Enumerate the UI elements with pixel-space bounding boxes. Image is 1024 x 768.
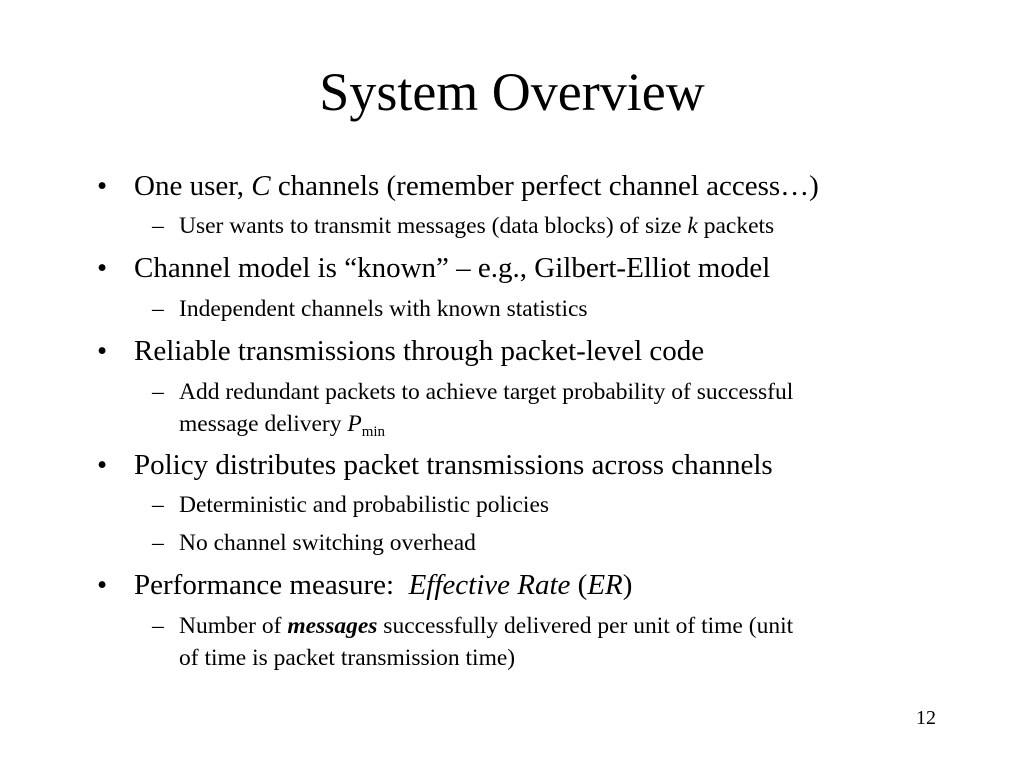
bullet-marker: • bbox=[97, 449, 108, 481]
bullet-marker: • bbox=[97, 252, 108, 284]
sub-bullet-independent-channels: – Independent channels with known statis… bbox=[152, 293, 939, 325]
bullet-marker: • bbox=[97, 569, 108, 601]
bullet-marker: • bbox=[97, 170, 108, 202]
text: of time is packet transmission time) bbox=[179, 645, 516, 671]
subscript-min: min bbox=[361, 424, 386, 440]
text: packets bbox=[697, 213, 775, 239]
text: Channel model is “known” – e.g., Gilbert… bbox=[134, 252, 771, 284]
text: successfully delivered per unit of time … bbox=[377, 613, 794, 639]
variable-p: P bbox=[347, 411, 362, 437]
sub-bullet-marker: – bbox=[152, 613, 164, 639]
sub-bullet-marker: – bbox=[152, 213, 164, 239]
text: Reliable transmissions through packet-le… bbox=[134, 335, 705, 367]
emphasis-messages: messages bbox=[287, 613, 378, 639]
sub-bullet-marker: – bbox=[152, 530, 164, 556]
text: Independent channels with known statisti… bbox=[179, 296, 588, 322]
sub-bullet-marker: – bbox=[152, 296, 164, 322]
text: Add redundant packets to achieve target … bbox=[179, 379, 794, 405]
sub-bullet-policies: – Deterministic and probabilistic polici… bbox=[152, 489, 939, 521]
text: channels (remember perfect channel acces… bbox=[270, 170, 819, 202]
text: Deterministic and probabilistic policies bbox=[179, 492, 550, 518]
sub-bullet-marker: – bbox=[152, 492, 164, 518]
variable-c: C bbox=[251, 170, 271, 202]
text: No channel switching overhead bbox=[179, 530, 476, 556]
bullet-marker: • bbox=[97, 335, 108, 367]
abbr-er: ER bbox=[587, 569, 623, 601]
variable-k: k bbox=[687, 213, 698, 239]
text: Number of bbox=[179, 613, 288, 639]
bullet-reliable-transmissions: • Reliable transmissions through packet-… bbox=[97, 333, 974, 369]
text: User wants to transmit messages (data bl… bbox=[179, 213, 688, 239]
text: Policy distributes packet transmissions … bbox=[134, 449, 773, 481]
sub-bullet-marker: – bbox=[152, 379, 164, 405]
sub-bullet-number-of-messages: – Number of messages successfully delive… bbox=[152, 610, 939, 674]
term-effective-rate: Effective Rate bbox=[408, 569, 571, 601]
text: message delivery bbox=[179, 411, 348, 437]
bullet-one-user: • One user, C channels (remember perfect… bbox=[97, 168, 974, 204]
sub-bullet-redundant-packets: – Add redundant packets to achieve targe… bbox=[152, 376, 939, 448]
bullet-performance-measure: • Performance measure: Effective Rate (E… bbox=[97, 567, 974, 603]
sub-bullet-message-size: – User wants to transmit messages (data … bbox=[152, 210, 939, 242]
slide-title: System Overview bbox=[319, 62, 705, 122]
text: Performance measure: bbox=[134, 569, 409, 601]
bullet-channel-model: • Channel model is “known” – e.g., Gilbe… bbox=[97, 250, 974, 286]
text: ( bbox=[570, 569, 588, 601]
page-number: 12 bbox=[916, 707, 936, 729]
text: ) bbox=[622, 569, 633, 601]
bullet-policy: • Policy distributes packet transmission… bbox=[97, 447, 974, 483]
sub-bullet-switching-overhead: – No channel switching overhead bbox=[152, 527, 939, 559]
text: One user, bbox=[134, 170, 252, 202]
